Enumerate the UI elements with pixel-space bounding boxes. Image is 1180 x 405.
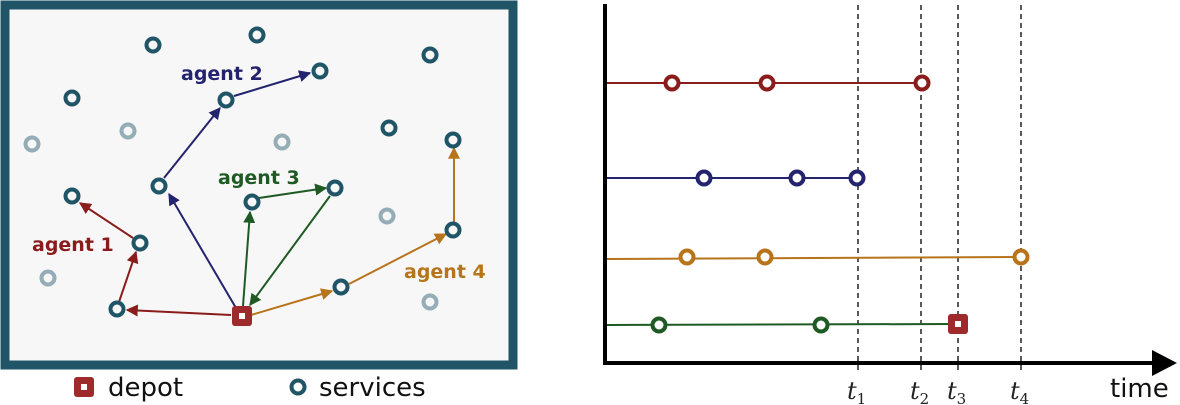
service-node xyxy=(144,36,162,54)
service-node xyxy=(332,278,350,296)
service-node-faded xyxy=(421,293,439,311)
agent2-route xyxy=(163,70,312,309)
agent3-label: agent 3 xyxy=(218,167,300,189)
service-legend-icon xyxy=(289,378,307,396)
x-axis-arrowhead xyxy=(1152,350,1177,376)
t4-label: t4 xyxy=(1010,377,1029,405)
visit-node xyxy=(812,316,830,334)
faded-services xyxy=(23,122,439,311)
service-node-faded xyxy=(39,269,57,287)
agent4-label: agent 4 xyxy=(404,261,486,283)
visit-node xyxy=(1012,248,1030,266)
agent2-label: agent 2 xyxy=(181,63,263,85)
time-axis-label: time xyxy=(1110,374,1169,404)
service-node-faded xyxy=(119,122,137,140)
depot-legend-icon xyxy=(74,377,94,397)
depot-node xyxy=(232,306,252,326)
legend: depot services xyxy=(74,373,426,403)
t3-label: t3 xyxy=(947,377,966,405)
agent3-timeline xyxy=(606,314,968,334)
time-marker-lines xyxy=(857,5,1022,370)
active-services xyxy=(63,26,462,318)
visit-node xyxy=(678,248,696,266)
visit-node xyxy=(756,248,774,266)
t1-label: t1 xyxy=(847,377,866,405)
service-node xyxy=(131,234,149,252)
visit-node xyxy=(913,74,931,92)
service-node xyxy=(444,131,462,149)
map-panel: agent 2 agent 3 agent 1 agent 4 xyxy=(0,0,518,370)
agent1-label: agent 1 xyxy=(32,234,114,256)
visit-node xyxy=(650,316,668,334)
legend-depot-label: depot xyxy=(108,373,183,403)
service-node xyxy=(248,26,266,44)
visit-node xyxy=(848,169,866,187)
service-node xyxy=(421,46,439,64)
legend-services-label: services xyxy=(319,373,426,403)
service-node xyxy=(150,177,168,195)
depot-return-node xyxy=(948,314,968,334)
visit-node xyxy=(695,169,713,187)
service-node xyxy=(108,300,126,318)
service-node xyxy=(444,221,462,239)
service-node xyxy=(326,179,344,197)
service-node xyxy=(243,193,261,211)
agent2-timeline xyxy=(607,169,866,187)
service-node xyxy=(63,89,81,107)
timeline-panel: t1 t2 t3 t4 time xyxy=(603,4,1177,405)
agent4-timeline xyxy=(606,248,1030,266)
service-node-faded xyxy=(378,207,396,225)
agent4-route xyxy=(250,146,460,316)
service-node xyxy=(217,91,235,109)
service-node-faded xyxy=(23,135,41,153)
visit-node xyxy=(758,74,776,92)
visit-node xyxy=(663,74,681,92)
service-node xyxy=(380,119,398,137)
agent1-route xyxy=(78,202,232,317)
visit-node xyxy=(788,169,806,187)
agent3-route xyxy=(242,183,331,307)
t2-label: t2 xyxy=(910,377,929,405)
agent1-timeline xyxy=(607,74,931,92)
service-node-faded xyxy=(273,133,291,151)
service-node xyxy=(311,62,329,80)
service-node xyxy=(63,187,81,205)
